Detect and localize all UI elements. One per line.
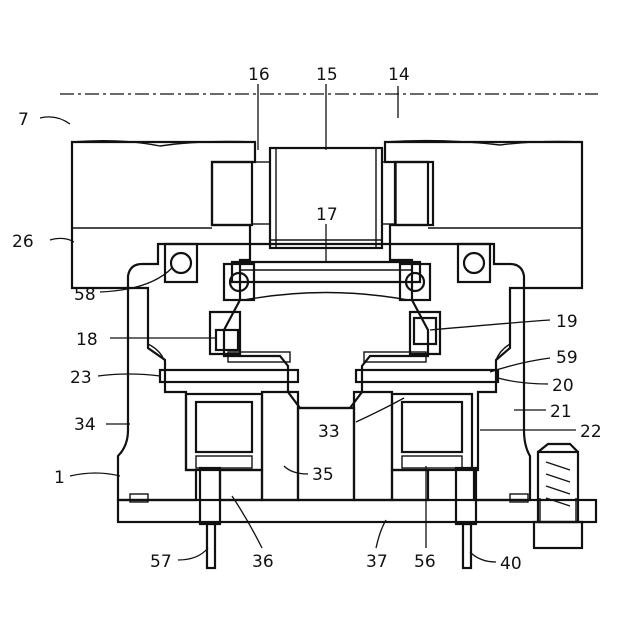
label-59: 59 [556, 348, 578, 368]
ball-bearings [165, 244, 490, 300]
label-7: 7 [18, 110, 29, 130]
label-36: 36 [252, 552, 274, 572]
leader-lines [40, 84, 576, 562]
magnet-yokes [210, 312, 440, 354]
label-34: 34 [74, 415, 96, 435]
label-22: 22 [580, 422, 602, 442]
label-58: 58 [74, 285, 96, 305]
base-plate-37 [118, 494, 596, 522]
spindle-15 [252, 148, 396, 248]
label-56: 56 [414, 552, 436, 572]
label-35: 35 [312, 465, 334, 485]
label-15: 15 [316, 65, 338, 85]
label-14: 14 [388, 65, 410, 85]
label-26: 26 [12, 232, 34, 252]
label-20: 20 [552, 376, 574, 396]
label-19: 19 [556, 312, 578, 332]
label-40: 40 [500, 554, 522, 574]
bolt [534, 444, 582, 548]
label-17: 17 [316, 205, 338, 225]
label-57: 57 [150, 552, 172, 572]
label-1: 1 [54, 468, 65, 488]
label-16: 16 [248, 65, 270, 85]
label-37: 37 [366, 552, 388, 572]
label-33: 33 [318, 422, 340, 442]
label-21: 21 [550, 402, 572, 422]
label-18: 18 [76, 330, 98, 350]
label-23: 23 [70, 368, 92, 388]
plates-23-20 [160, 352, 498, 382]
